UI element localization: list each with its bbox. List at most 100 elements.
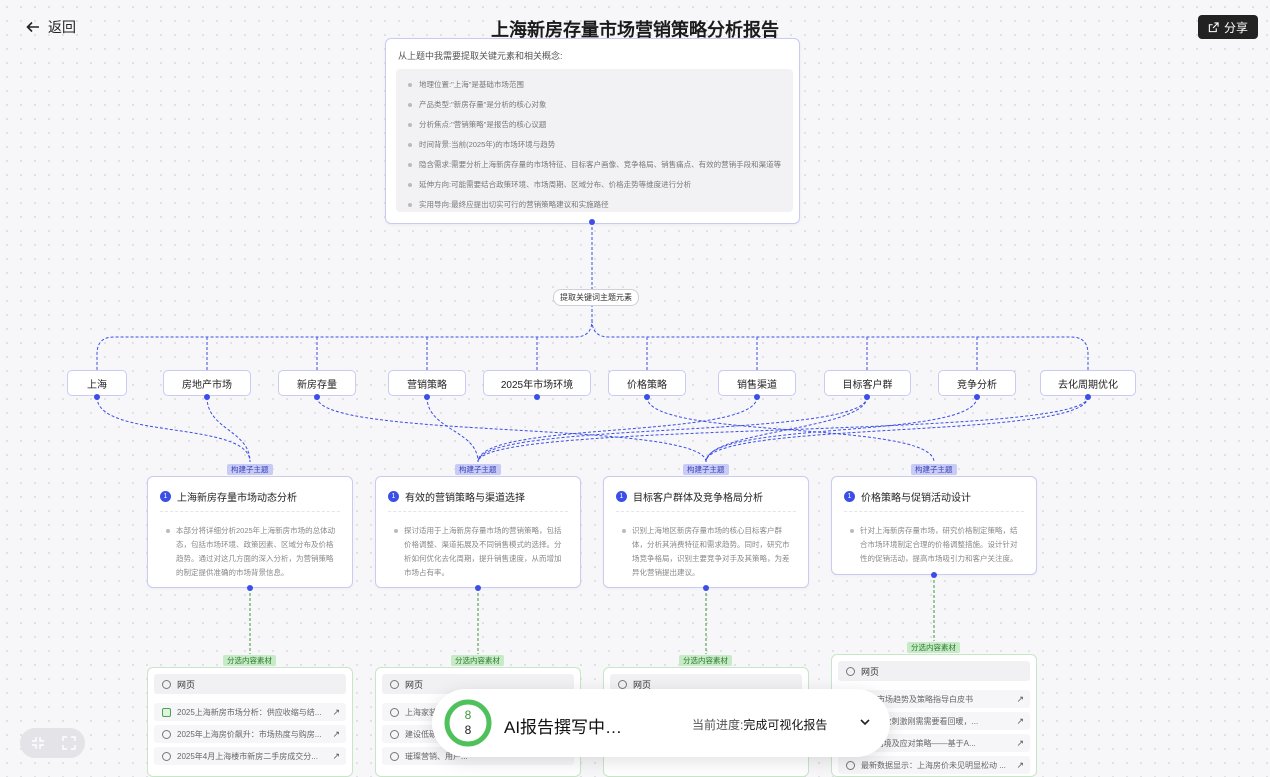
subtopic-description: 针对上海新房存量市场，研究价格制定策略，结合市场环境制定合理的价格调整措施。设计… [850,524,1024,566]
analysis-item: 隐含需求:需要分析上海新房存量的市场特征、目标客户画像、竞争格局、销售痛点、有效… [408,155,793,175]
subtopic-number: 1 [616,491,627,502]
material-tag: 分选内容素材 [679,655,732,666]
subtopic-card[interactable]: 1 目标客户群体及竞争格局分析 识别上海地区新房存量市场的核心目标客户群体，分析其… [603,476,809,588]
extract-keywords-node[interactable]: 提取关键词主题元素 [553,289,639,306]
globe-icon [390,729,399,739]
collapse-icon[interactable] [31,736,45,750]
material-header: 网页 [633,679,652,690]
connector-port [475,585,481,591]
material-header: 网页 [861,666,880,677]
open-link-icon[interactable]: ↗ [1016,715,1024,726]
status-title: AI报告撰写中… [504,718,623,737]
analysis-item: 地理位置:"上海"是基础市场范围 [408,75,793,95]
keyword-node[interactable]: 目标客户群 [824,370,911,396]
chevron-down-icon[interactable] [858,715,872,729]
connector-port [703,585,709,591]
keyword-node[interactable]: 竞争分析 [938,370,1016,396]
back-button[interactable]: 返回 [26,17,76,37]
material-tag: 分选内容素材 [907,642,960,653]
connector-port [247,585,253,591]
requirement-analysis-card: 从上题中我需要提取关键元素和相关概念: 地理位置:"上海"是基础市场范围 产品类… [385,38,800,224]
globe-icon [162,751,171,761]
subtopic-card[interactable]: 1 价格策略与促销活动设计 针对上海新房存量市场，研究价格制定策略，结合市场环境制… [831,476,1037,575]
connector-port [424,394,430,400]
subtopic-number: 1 [844,491,855,502]
globe-icon [846,666,855,676]
open-link-icon[interactable]: ↗ [332,750,340,761]
source-link[interactable]: 最新数据显示：上海房价未见明显松动 ...↗ [838,756,1030,774]
material-header: 网页 [405,679,424,690]
external-link-icon [1208,21,1219,32]
material-tag: 分选内容素材 [223,655,276,666]
connector-port [204,394,210,400]
canvas-controls [20,728,85,758]
globe-icon [846,760,855,770]
subtopic-title: 有效的营销策略与渠道选择 [405,493,525,504]
subtopic-tag: 构建子主题 [911,464,957,475]
subtopic-card[interactable]: 1 有效的营销策略与渠道选择 探讨适用于上海新房存量市场的营销策略，包括价格调整、… [375,476,581,588]
connector-port [534,394,540,400]
subtopic-title: 价格策略与促销活动设计 [861,493,971,504]
analysis-list-box: 地理位置:"上海"是基础市场范围 产品类型:"新房存量"是分析的核心对象 分析焦… [396,69,793,212]
connector-port [94,394,100,400]
keyword-node[interactable]: 新房存量 [278,370,356,396]
material-header: 网页 [177,679,196,690]
status-progress: 当前进度:完成可视化报告 [692,718,828,732]
share-button[interactable]: 分享 [1197,15,1258,39]
globe-icon [618,679,627,689]
connector-port [974,394,980,400]
analysis-item: 分析焦点:"营销策略"是报告的核心议题 [408,115,793,135]
source-link[interactable]: 2025年上海房价飙升：市场热度与购房...↗ [154,725,346,743]
connector-port [589,219,595,225]
generation-status-panel[interactable]: 8 8 AI报告撰写中… 当前进度:完成可视化报告 [432,689,890,757]
open-link-icon[interactable]: ↗ [332,728,340,739]
globe-icon [162,679,171,689]
globe-icon [390,679,399,689]
keyword-node[interactable]: 营销策略 [388,370,466,396]
connector-port [314,394,320,400]
step-count-total: 8 [464,723,472,737]
subtopic-number: 1 [388,491,399,502]
subtopic-title: 上海新房存量市场动态分析 [177,493,297,504]
open-link-icon[interactable]: ↗ [1016,737,1024,748]
fullscreen-icon[interactable] [62,736,76,750]
top-bar: 返回 上海新房存量市场营销策略分析报告 分享 [0,0,1270,56]
arrow-left-icon [26,21,39,33]
material-tag: 分选内容素材 [451,655,504,666]
source-link[interactable]: 2025年4月上海楼市新房二手房成交分...↗ [154,747,346,765]
subtopic-description: 探讨适用于上海新房存量市场的营销策略，包括价格调整、渠道拓展及不同销售模式的选择… [394,524,568,580]
keyword-node[interactable]: 价格策略 [608,370,686,396]
analysis-item: 产品类型:"新房存量"是分析的核心对象 [408,95,793,115]
globe-icon [390,751,399,761]
subtopic-tag: 构建子主题 [227,464,273,475]
analysis-intro: 从上题中我需要提取关键元素和相关概念: [398,51,563,61]
subtopic-title: 目标客户群体及竞争格局分析 [633,493,763,504]
analysis-item: 时间背景:当前(2025年)的市场环境与趋势 [408,135,793,155]
page-title: 上海新房存量市场营销策略分析报告 [491,20,779,40]
keyword-node[interactable]: 2025年市场环境 [483,370,591,396]
globe-icon [162,729,171,739]
subtopic-description: 本部分将详细分析2025年上海新房市场的总体动态，包括市场环境、政策因素、区域分… [166,524,340,580]
connector-port [644,394,650,400]
open-link-icon[interactable]: ↗ [332,706,340,717]
connector-port [754,394,760,400]
connector-port [864,394,870,400]
open-link-icon[interactable]: ↗ [1016,693,1024,704]
subtopic-description: 识别上海地区新房存量市场的核心目标客户群体，分析其消费特征和需求趋势。同时，研究… [622,524,796,580]
keyword-node[interactable]: 房地产市场 [163,370,251,396]
keyword-node[interactable]: 去化周期优化 [1040,370,1136,396]
back-label: 返回 [48,19,76,35]
keyword-node[interactable]: 销售渠道 [718,370,796,396]
analysis-item: 实用导向:最终应提出切实可行的营销策略建议和实施路径 [408,195,793,215]
connector-port [1085,394,1091,400]
subtopic-tag: 构建子主题 [455,464,501,475]
connector-port [931,572,937,578]
open-link-icon[interactable]: ↗ [1016,759,1024,770]
source-link[interactable]: 2025上海新房市场分析：供应收缩与结...↗ [154,703,346,721]
keyword-node[interactable]: 上海 [67,370,127,396]
subtopic-tag: 构建子主题 [683,464,729,475]
progress-ring: 8 8 [444,699,492,747]
share-label: 分享 [1223,20,1248,35]
